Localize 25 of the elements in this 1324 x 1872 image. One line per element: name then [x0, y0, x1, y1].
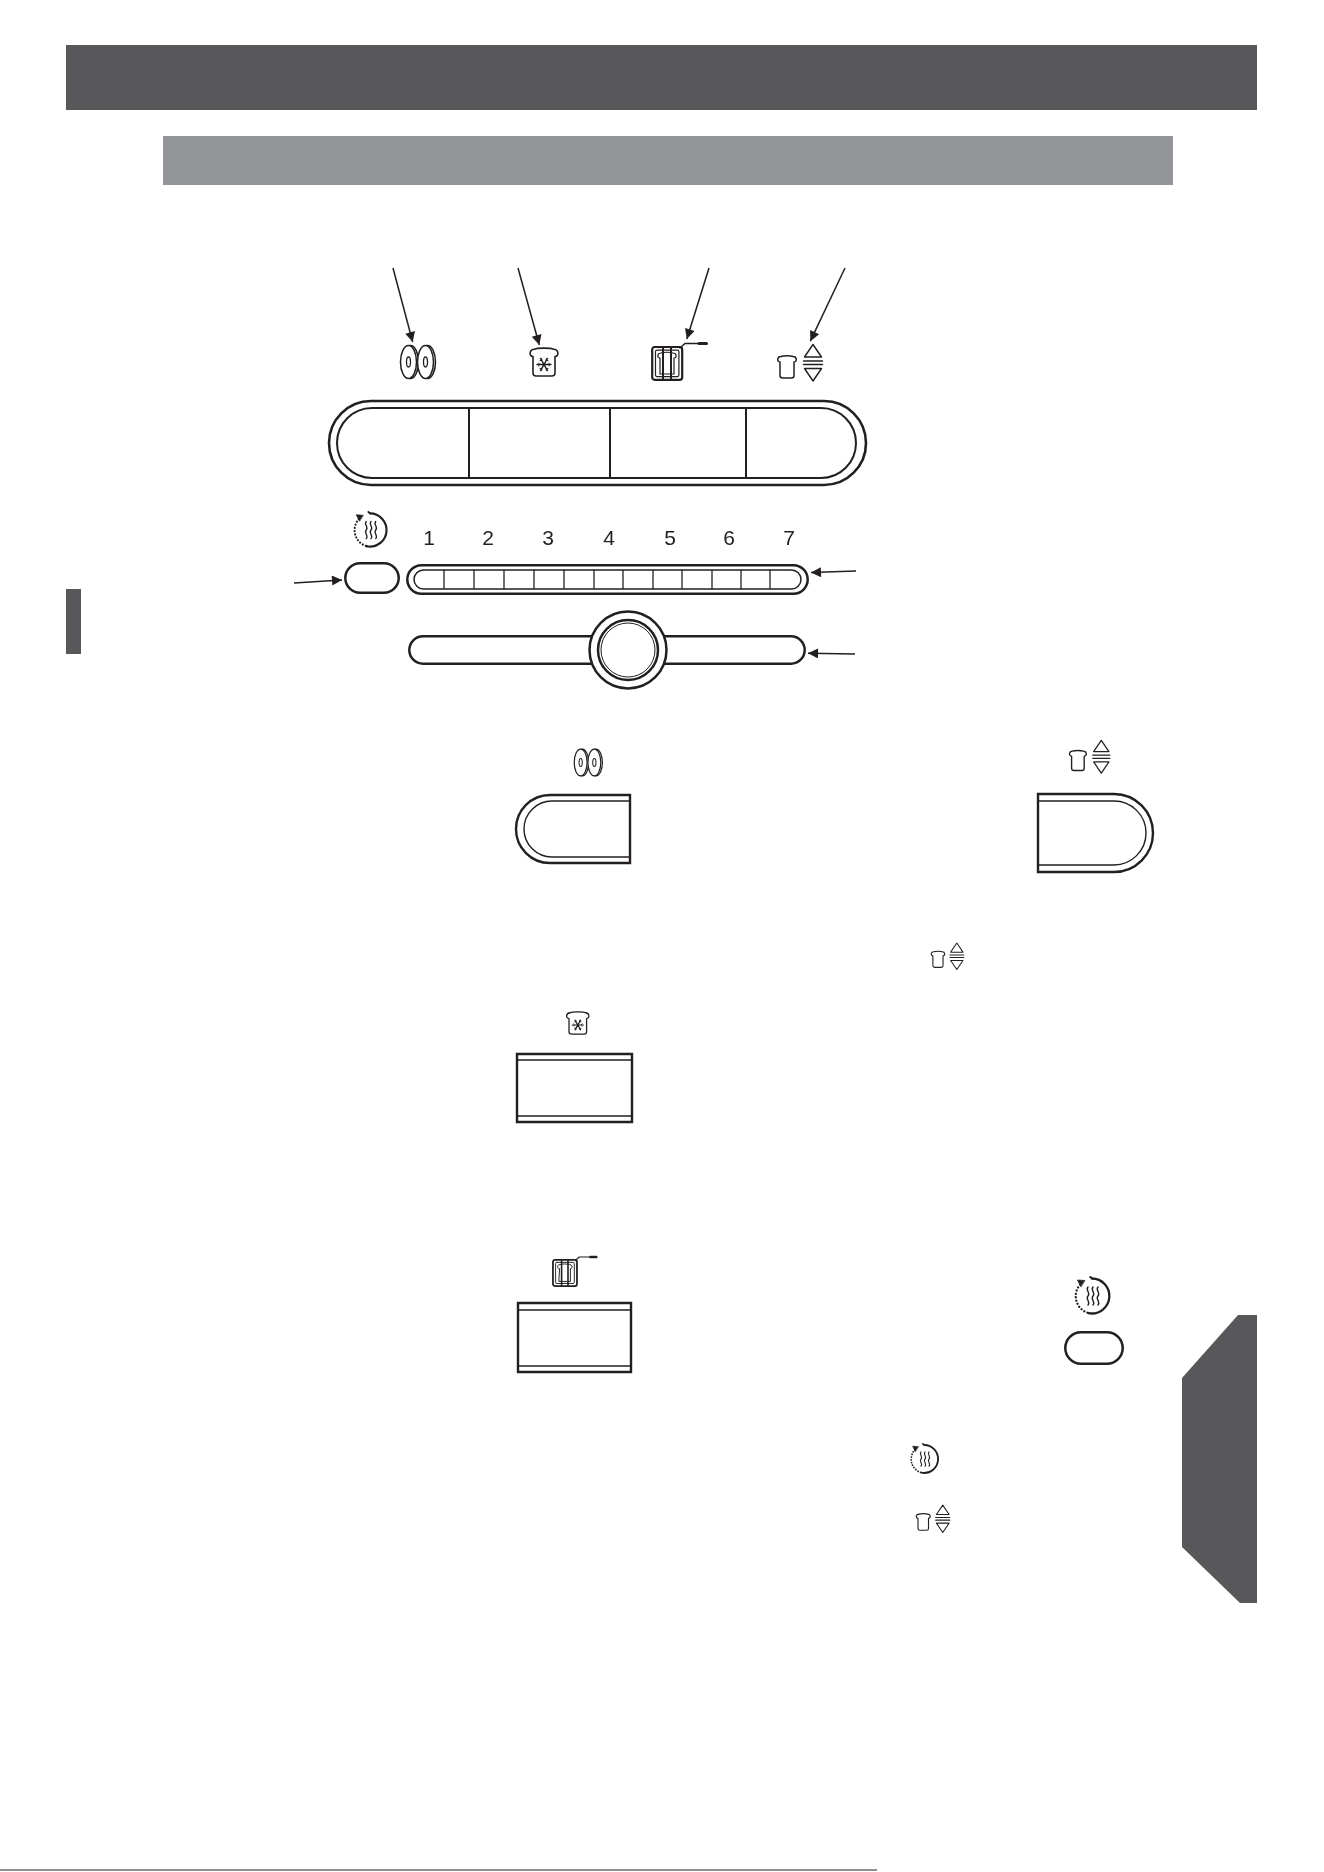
leader-arrow — [810, 567, 857, 578]
bagel-icon — [399, 344, 437, 380]
slider — [408, 610, 806, 690]
leader-arrow — [517, 267, 542, 346]
leader-arrow — [293, 575, 343, 586]
pill-button — [1064, 1331, 1124, 1365]
level-number: 2 — [482, 526, 494, 548]
snowflake-toast-icon — [528, 347, 560, 377]
leader-arrow — [392, 267, 415, 343]
level-number: 7 — [783, 526, 795, 548]
leader-arrow — [685, 267, 710, 340]
toast-lift-icon — [651, 341, 709, 381]
header-bar — [66, 45, 1257, 110]
heat-cycle-icon — [1073, 1276, 1113, 1316]
section-bar — [163, 136, 1173, 185]
level-indicator-bar — [406, 564, 809, 595]
level-number: 5 — [664, 526, 676, 548]
level-number: 1 — [423, 526, 435, 548]
leader-arrow — [807, 648, 856, 659]
level-number: 3 — [542, 526, 554, 548]
toast-arrows-icon — [776, 343, 824, 383]
level-number: 4 — [603, 526, 615, 548]
level-number: 6 — [723, 526, 735, 548]
leader-arrow — [809, 267, 846, 342]
pill-button — [344, 562, 400, 594]
